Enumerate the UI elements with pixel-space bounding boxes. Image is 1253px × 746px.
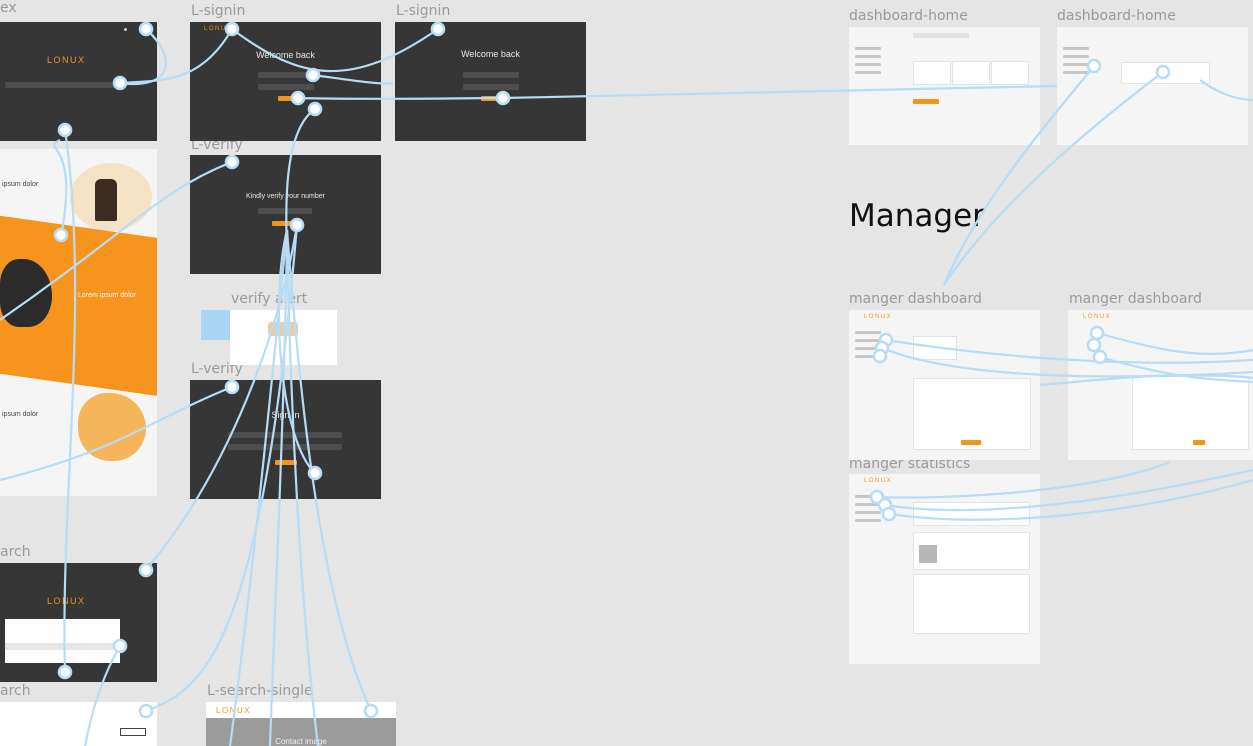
frame-label-index[interactable]: ex [0, 0, 17, 16]
logo: LONUX [204, 26, 233, 32]
frame-signin-2[interactable]: Welcome back [395, 22, 586, 141]
frame-verify[interactable]: Kindly verify your number [190, 155, 381, 274]
section-title-2: ipsum dolor [2, 411, 39, 418]
frame-label-signin-2[interactable]: L-signin [396, 3, 451, 19]
product-image [919, 545, 937, 563]
email-field[interactable] [463, 72, 519, 78]
frame-label-search[interactable]: arch [0, 544, 31, 560]
setup-button[interactable] [913, 99, 939, 104]
search-button[interactable] [120, 728, 146, 736]
sidebar[interactable] [855, 42, 881, 79]
verify-title: Kindly verify your number [246, 193, 325, 200]
search-input[interactable] [913, 33, 969, 38]
contact-image-caption: Contact image [275, 737, 327, 746]
dropdown-highlight[interactable] [5, 643, 120, 650]
signin-button[interactable] [481, 96, 501, 101]
frame-search-2[interactable] [0, 702, 157, 746]
manager-section-heading: Manager [849, 198, 985, 234]
frame-label-search-2[interactable]: arch [0, 683, 31, 699]
stats-summary [913, 502, 1030, 526]
store-card[interactable] [1121, 62, 1210, 84]
signin-title: Sign In [271, 410, 300, 420]
frame-label-dashboard-home-2[interactable]: dashboard-home [1057, 8, 1176, 24]
sales-chart [913, 574, 1030, 634]
device-icon[interactable] [201, 310, 230, 340]
logo: LONUX [864, 314, 893, 320]
sidebar[interactable] [1063, 42, 1089, 79]
search-dropdown[interactable] [5, 619, 120, 663]
frame-dashboard-home[interactable] [849, 27, 1040, 145]
frame-label-signin[interactable]: L-signin [191, 3, 246, 19]
alert-illustration [268, 322, 298, 336]
summary-card[interactable] [913, 336, 957, 360]
frame-manager-statistics[interactable]: LONUX [849, 474, 1040, 664]
setup-card[interactable] [991, 61, 1029, 85]
frame-manager-dashboard[interactable]: LONUX [849, 310, 1040, 460]
welcome-title: Welcome back [461, 49, 520, 59]
signin-button[interactable] [278, 96, 292, 101]
setup-card[interactable] [952, 61, 990, 85]
frame-label-manager-dashboard-2[interactable]: manger dashboard [1069, 291, 1202, 307]
phone-field[interactable] [228, 444, 342, 450]
email-field[interactable] [258, 72, 314, 78]
frame-search[interactable]: LONUX [0, 563, 157, 682]
frame-index[interactable]: LONUX [0, 22, 157, 141]
frame-manager-dashboard-2[interactable]: LONUX [1068, 310, 1253, 460]
nav-dot-icon [124, 28, 127, 31]
continue-button[interactable] [275, 460, 297, 465]
frame-label-verify-alert[interactable]: verify alert [231, 291, 308, 307]
logo: LONUX [864, 478, 893, 484]
password-field[interactable] [463, 84, 519, 90]
save-button[interactable] [1193, 440, 1205, 445]
person-illustration [95, 179, 117, 221]
frame-dashboard-home-2[interactable] [1057, 27, 1248, 145]
orders-table[interactable] [913, 378, 1031, 450]
frame-verify-2[interactable]: Sign In [190, 380, 381, 499]
frame-label-verify[interactable]: L-verify [191, 137, 243, 153]
contact-image: Contact image [206, 718, 396, 746]
phone-field[interactable] [258, 208, 312, 214]
search-input[interactable] [5, 82, 120, 88]
password-field[interactable] [258, 84, 314, 90]
welcome-title: Welcome back [256, 50, 315, 60]
orange-blob [78, 393, 146, 461]
new-item-form[interactable] [1132, 376, 1249, 450]
section-title: ipsum dolor [2, 181, 39, 188]
logo: LONUX [1083, 314, 1112, 320]
frame-landing[interactable]: ipsum dolor Lorem ipsum dolor ipsum dolo… [0, 149, 157, 496]
sidebar[interactable] [855, 326, 881, 363]
frame-label-dashboard-home[interactable]: dashboard-home [849, 8, 968, 24]
name-field[interactable] [228, 432, 342, 438]
frame-verify-alert[interactable] [230, 310, 337, 365]
logo: LONUX [47, 55, 86, 65]
frame-label-manager-dashboard[interactable]: manger dashboard [849, 291, 982, 307]
sidebar[interactable] [855, 490, 881, 527]
logo: LONUX [216, 706, 252, 715]
frame-label-search-single[interactable]: L-search-single [207, 683, 313, 699]
view-more-button[interactable] [961, 440, 981, 445]
frame-search-single[interactable]: LONUX Contact image [206, 702, 396, 746]
logo: LONUX [47, 596, 86, 606]
frame-signin[interactable]: LONUX Welcome back [190, 22, 381, 141]
best-product-card [913, 532, 1030, 570]
setup-card[interactable] [913, 61, 951, 85]
verify-button[interactable] [272, 221, 294, 226]
band-title: Lorem ipsum dolor [78, 292, 136, 299]
